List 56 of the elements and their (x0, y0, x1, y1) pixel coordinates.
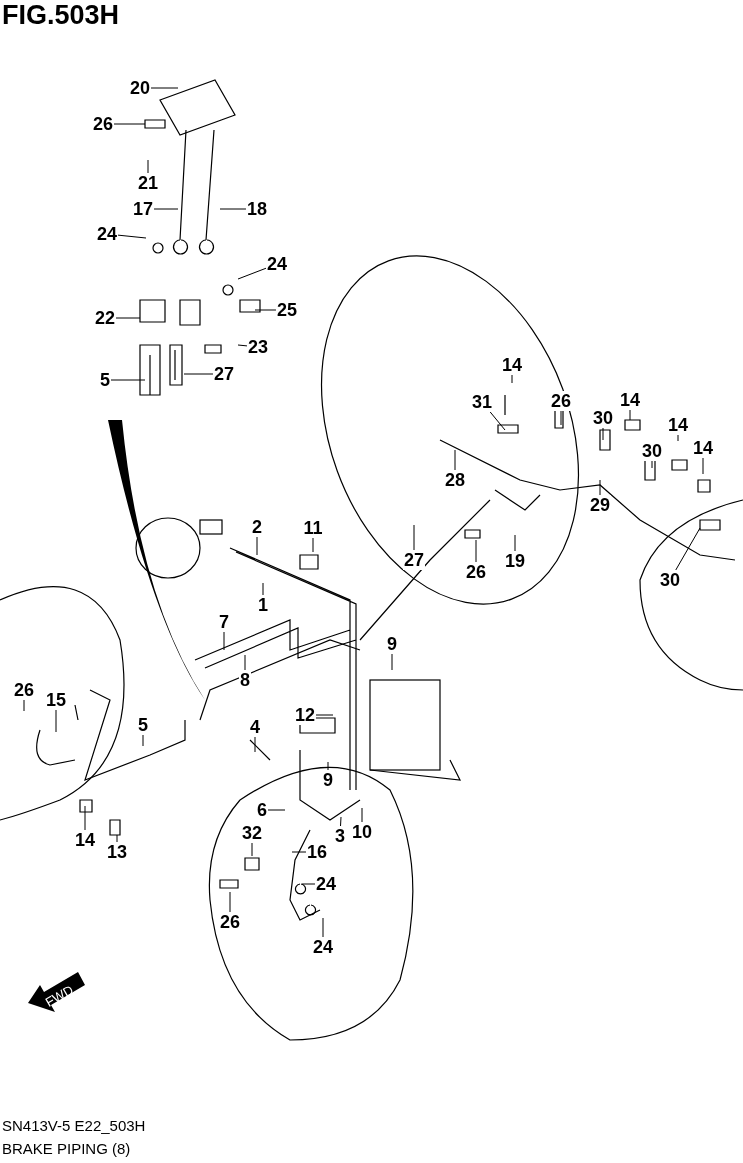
leader-line (262, 582, 264, 596)
leader-line (702, 457, 704, 475)
leader-line (560, 410, 562, 426)
callout-number: 30 (641, 441, 663, 461)
callout-number: 27 (403, 550, 425, 570)
callout-number: 21 (137, 173, 159, 193)
figure-title: FIG.503H (2, 0, 120, 30)
leader-line (391, 653, 393, 671)
leader-line (116, 834, 118, 843)
leader-line (327, 761, 329, 771)
leader-line (223, 631, 225, 651)
leader-line (361, 807, 363, 823)
caption-text: SN413V-5 E22_503H (2, 1117, 146, 1135)
leader-line (219, 208, 247, 210)
leader-line (312, 537, 314, 553)
leader-line (514, 534, 516, 552)
callout-number: 12 (294, 705, 316, 725)
leader-line (454, 449, 456, 471)
leader-line (267, 809, 286, 811)
leader-line (301, 883, 316, 885)
leader-line (254, 309, 277, 311)
leader-line (237, 344, 248, 347)
leader-line (84, 805, 86, 831)
leader-line (677, 434, 679, 442)
leader-line (675, 527, 701, 571)
leader-line (115, 317, 141, 319)
leader-line (251, 842, 253, 857)
leader-line (147, 159, 149, 174)
leader-line (244, 654, 246, 671)
leader-line (291, 851, 307, 853)
leader-line (150, 87, 179, 89)
leader-line (322, 917, 324, 938)
leader-line (183, 373, 214, 375)
leader-line (629, 409, 631, 421)
leader-line (237, 267, 267, 280)
leader-line (117, 234, 147, 239)
leader-line (315, 714, 334, 716)
leader-line (142, 734, 144, 747)
leader-line (602, 427, 604, 441)
leader-line (55, 709, 57, 733)
leader-line (256, 536, 258, 556)
leader-line (475, 539, 477, 563)
leader-line (599, 479, 601, 496)
leader-line (153, 208, 179, 210)
leader-line (651, 460, 653, 469)
leader-line (23, 699, 25, 712)
leader-line (413, 524, 415, 551)
leader-line (254, 736, 256, 753)
leader-line (113, 123, 146, 125)
caption-text: BRAKE PIPING (8) (2, 1140, 131, 1158)
callout-number: 26 (550, 391, 572, 411)
leader-line (511, 374, 513, 384)
leader-line (489, 411, 506, 431)
leader-line (110, 379, 146, 381)
leader-line (340, 816, 342, 827)
leader-line (229, 891, 231, 913)
